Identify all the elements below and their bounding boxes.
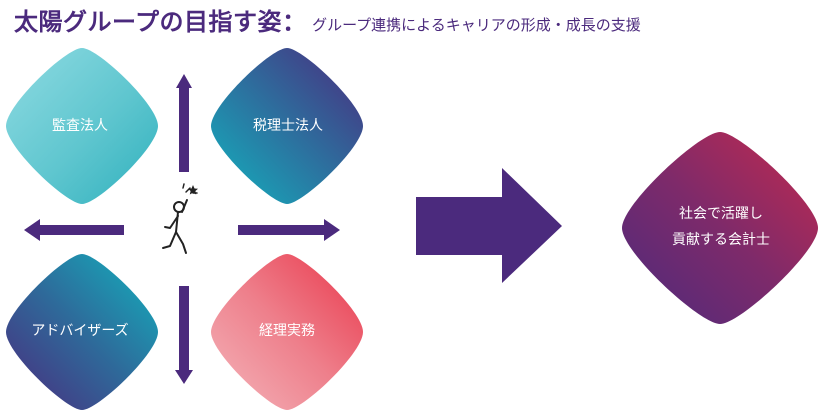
title-separator: ： [282,8,307,36]
arrow-up [176,74,192,172]
tax-label: 税理士法人 [253,118,323,134]
accounting-node-shape [211,254,363,410]
person-reaching-star-icon [162,183,198,254]
tax-node-shape [211,48,363,204]
advisory-node-shape [6,254,158,410]
advisory-label: アドバイザーズ [31,323,128,339]
arrow-left [24,219,124,241]
star-icon [188,185,198,195]
arrow-down [175,286,193,384]
goal-label-line2: 貢献する会計士 [672,232,770,248]
audit-node-shape [6,48,158,204]
goal-label-line1: 社会で活躍し [679,206,763,222]
goal-node-shape [622,132,818,324]
title-main: 太陽グループの目指す姿 [14,8,283,36]
arrow-right [238,219,340,241]
accounting-label: 経理実務 [259,323,315,339]
big-arrow-right [416,168,562,283]
page-title: 太陽グループの目指す姿： グループ連携によるキャリアの形成・成長の支援 [14,2,641,37]
title-subtitle: グループ連携によるキャリアの形成・成長の支援 [312,16,641,34]
audit-label: 監査法人 [52,117,108,134]
